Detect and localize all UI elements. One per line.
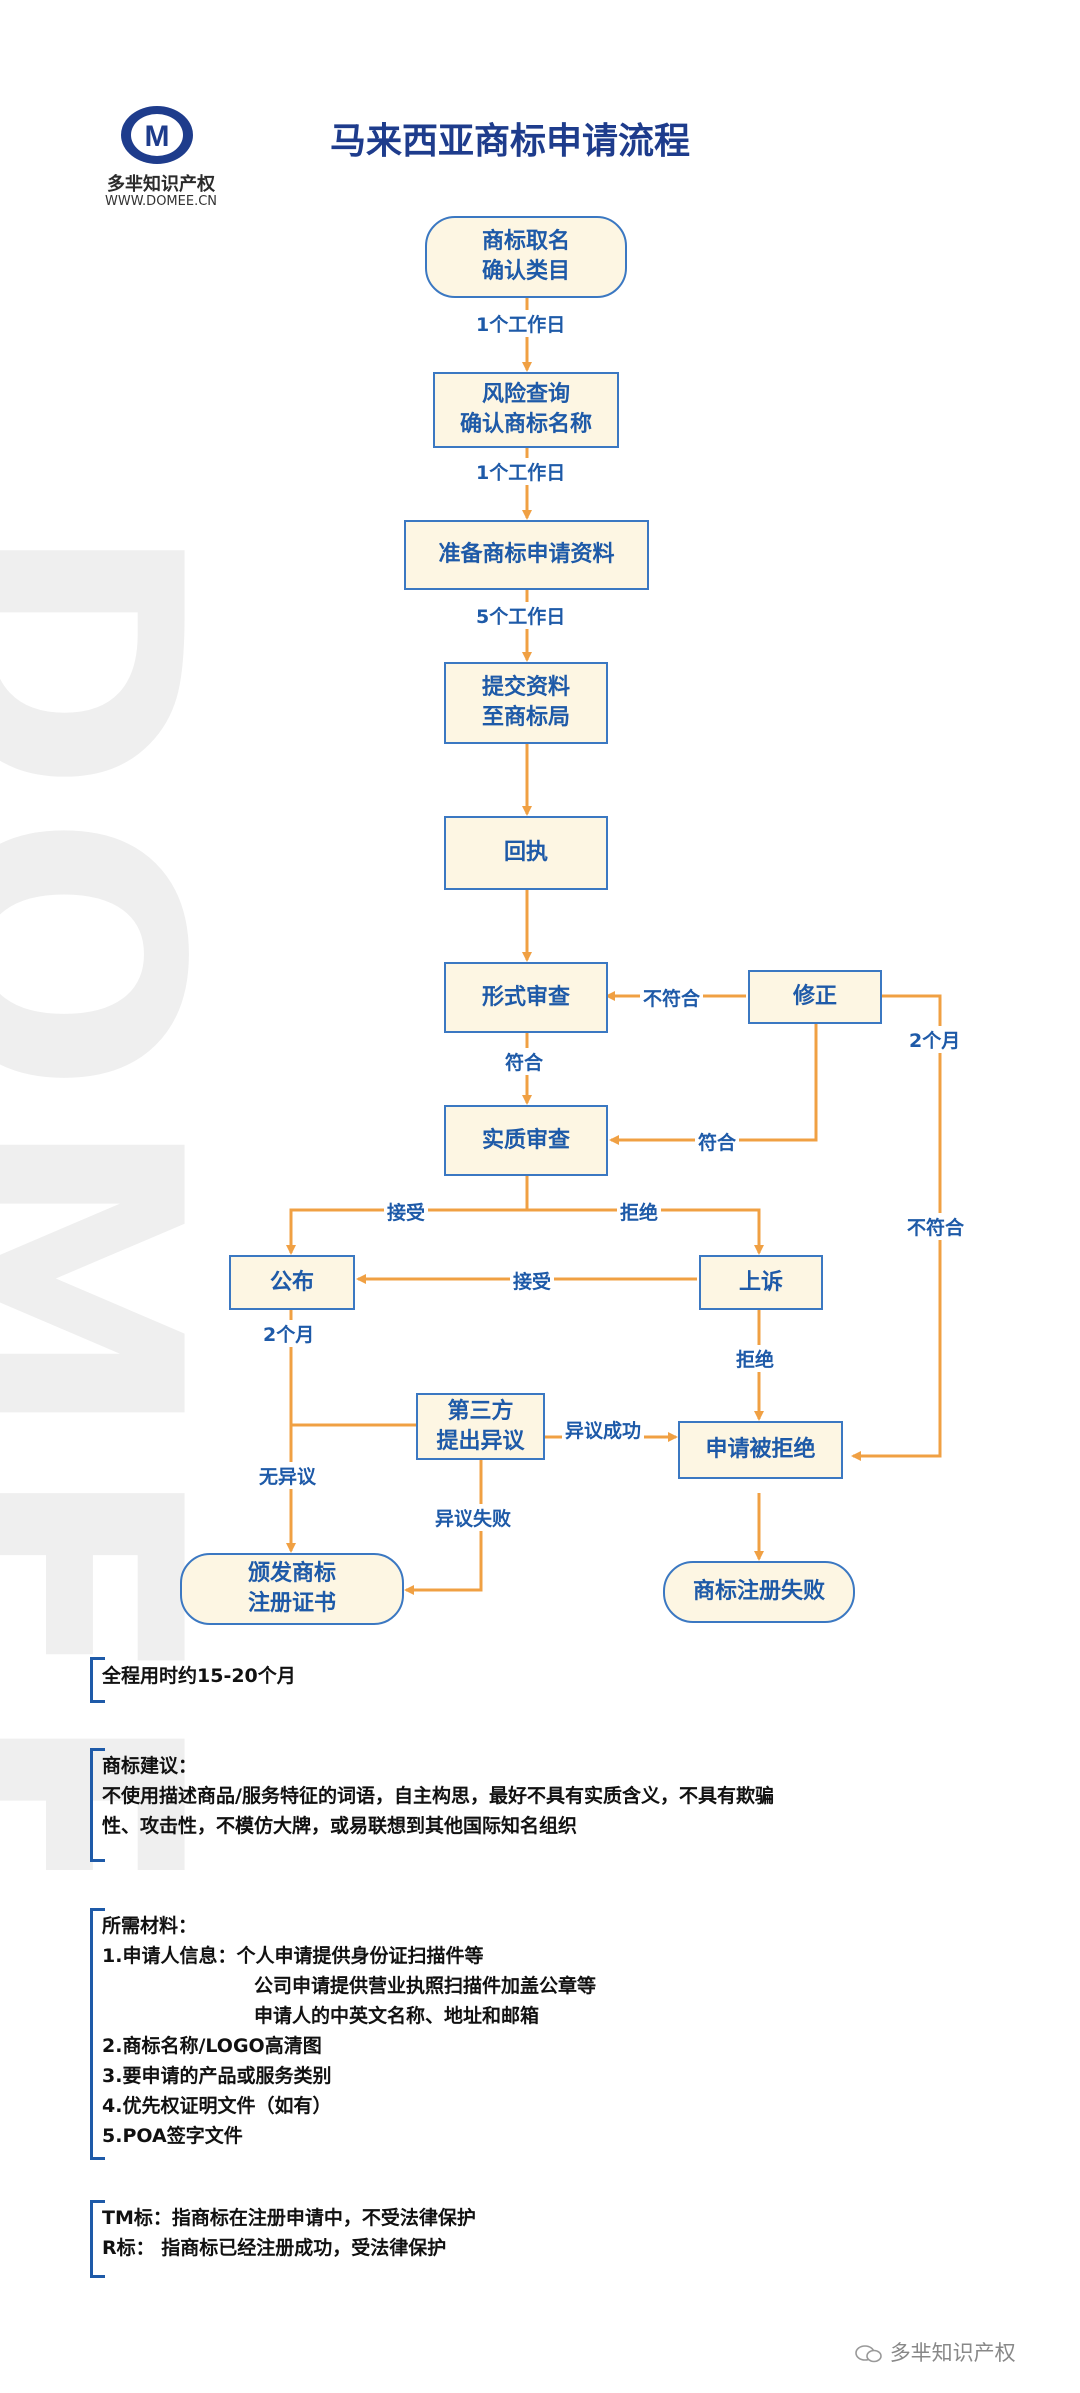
arrow-correction-substantive: [609, 1024, 818, 1145]
logo-url: WWW.DOMEE.CN: [104, 194, 218, 209]
note-material-3: 3.要申请的产品或服务类别: [102, 2065, 332, 2087]
node-registration-failed: 商标注册失败: [663, 1561, 855, 1623]
node-submit-materials: 提交资料 至商标局: [444, 662, 608, 744]
note-advice-line-2: 性、攻击性，不模仿大牌，或易联想到其他国际知名组织: [102, 1815, 578, 1837]
logo-mark: M: [121, 106, 193, 164]
label-correction-2-months: 2个月: [906, 1026, 964, 1053]
logo-letter: M: [145, 120, 170, 153]
node-application-rejected: 申请被拒绝: [678, 1421, 843, 1479]
node-publication: 公布: [229, 1255, 355, 1310]
node-correction: 修正: [748, 970, 882, 1024]
note-duration: 全程用时约15-20个月: [102, 1665, 296, 1687]
note-material-2: 2.商标名称/LOGO高清图: [102, 2035, 322, 2057]
node-appeal: 上诉: [699, 1255, 823, 1310]
page-title: 马来西亚商标申请流程: [330, 121, 691, 162]
arrow-thirdparty-certificate: [404, 1460, 483, 1595]
node-trademark-naming: 商标取名 确认类目: [425, 216, 627, 298]
note-advice-line-1: 不使用描述商品/服务特征的词语，自主构思，最好不具有实质含义，不具有欺骗: [102, 1785, 774, 1807]
note-material-1: 1.申请人信息：个人申请提供身份证扫描件等: [102, 1945, 484, 1967]
note-material-1-names: 申请人的中英文名称、地址和邮箱: [254, 2005, 540, 2027]
label-publication-2-months: 2个月: [260, 1320, 318, 1347]
wechat-account: 多芈知识产权: [889, 2341, 1016, 2365]
note-bracket-advice: [90, 1748, 105, 1862]
node-prepare-materials: 准备商标申请资料: [404, 520, 649, 590]
wechat-icon: [855, 2345, 882, 2363]
node-receipt: 回执: [444, 816, 608, 890]
label-correction-fail: 不符合: [904, 1213, 968, 1240]
note-bracket-duration: [90, 1657, 105, 1703]
node-formal-review: 形式审查: [444, 962, 608, 1033]
label-accept: 接受: [384, 1198, 429, 1225]
arrow-split-appeal: [527, 1208, 764, 1255]
node-third-party-opposition: 第三方 提出异议: [416, 1393, 545, 1460]
label-opposition-success: 异议成功: [562, 1416, 645, 1443]
note-material-5: 5.POA签字文件: [102, 2125, 243, 2147]
label-appeal-accept: 接受: [510, 1267, 555, 1294]
logo-name: 多芈知识产权: [107, 174, 215, 195]
label-day-2: 1个工作日: [473, 458, 569, 485]
arrow-split-publication: [286, 1208, 527, 1255]
label-reject: 拒绝: [617, 1198, 662, 1225]
note-material-4: 4.优先权证明文件（如有）: [102, 2095, 332, 2117]
node-risk-search: 风险查询 确认商标名称: [433, 372, 619, 448]
note-r-mark: R标： 指商标已经注册成功，受法律保护: [102, 2237, 447, 2259]
label-formal-pass: 符合: [502, 1048, 547, 1075]
node-certificate-issued: 颁发商标 注册证书: [180, 1553, 404, 1625]
label-opposition-fail: 异议失败: [432, 1504, 515, 1531]
label-appeal-reject: 拒绝: [733, 1345, 778, 1372]
label-correction-pass: 符合: [695, 1128, 740, 1155]
label-day-1: 1个工作日: [473, 310, 569, 337]
note-material-1-company: 公司申请提供营业执照扫描件加盖公章等: [254, 1975, 597, 1997]
note-bracket-materials: [90, 1908, 105, 2160]
node-substantive-review: 实质审查: [444, 1105, 608, 1176]
note-tm-mark: TM标：指商标在注册申请中，不受法律保护: [102, 2207, 476, 2229]
note-advice-title: 商标建议：: [102, 1755, 198, 1777]
wechat-footer: 多芈知识产权: [855, 2337, 1016, 2367]
label-no-opposition: 无异议: [256, 1462, 320, 1489]
note-bracket-tm: [90, 2200, 105, 2278]
note-materials-title: 所需材料：: [102, 1915, 198, 1937]
label-day-3: 5个工作日: [473, 602, 569, 629]
label-formal-fail: 不符合: [640, 984, 704, 1011]
